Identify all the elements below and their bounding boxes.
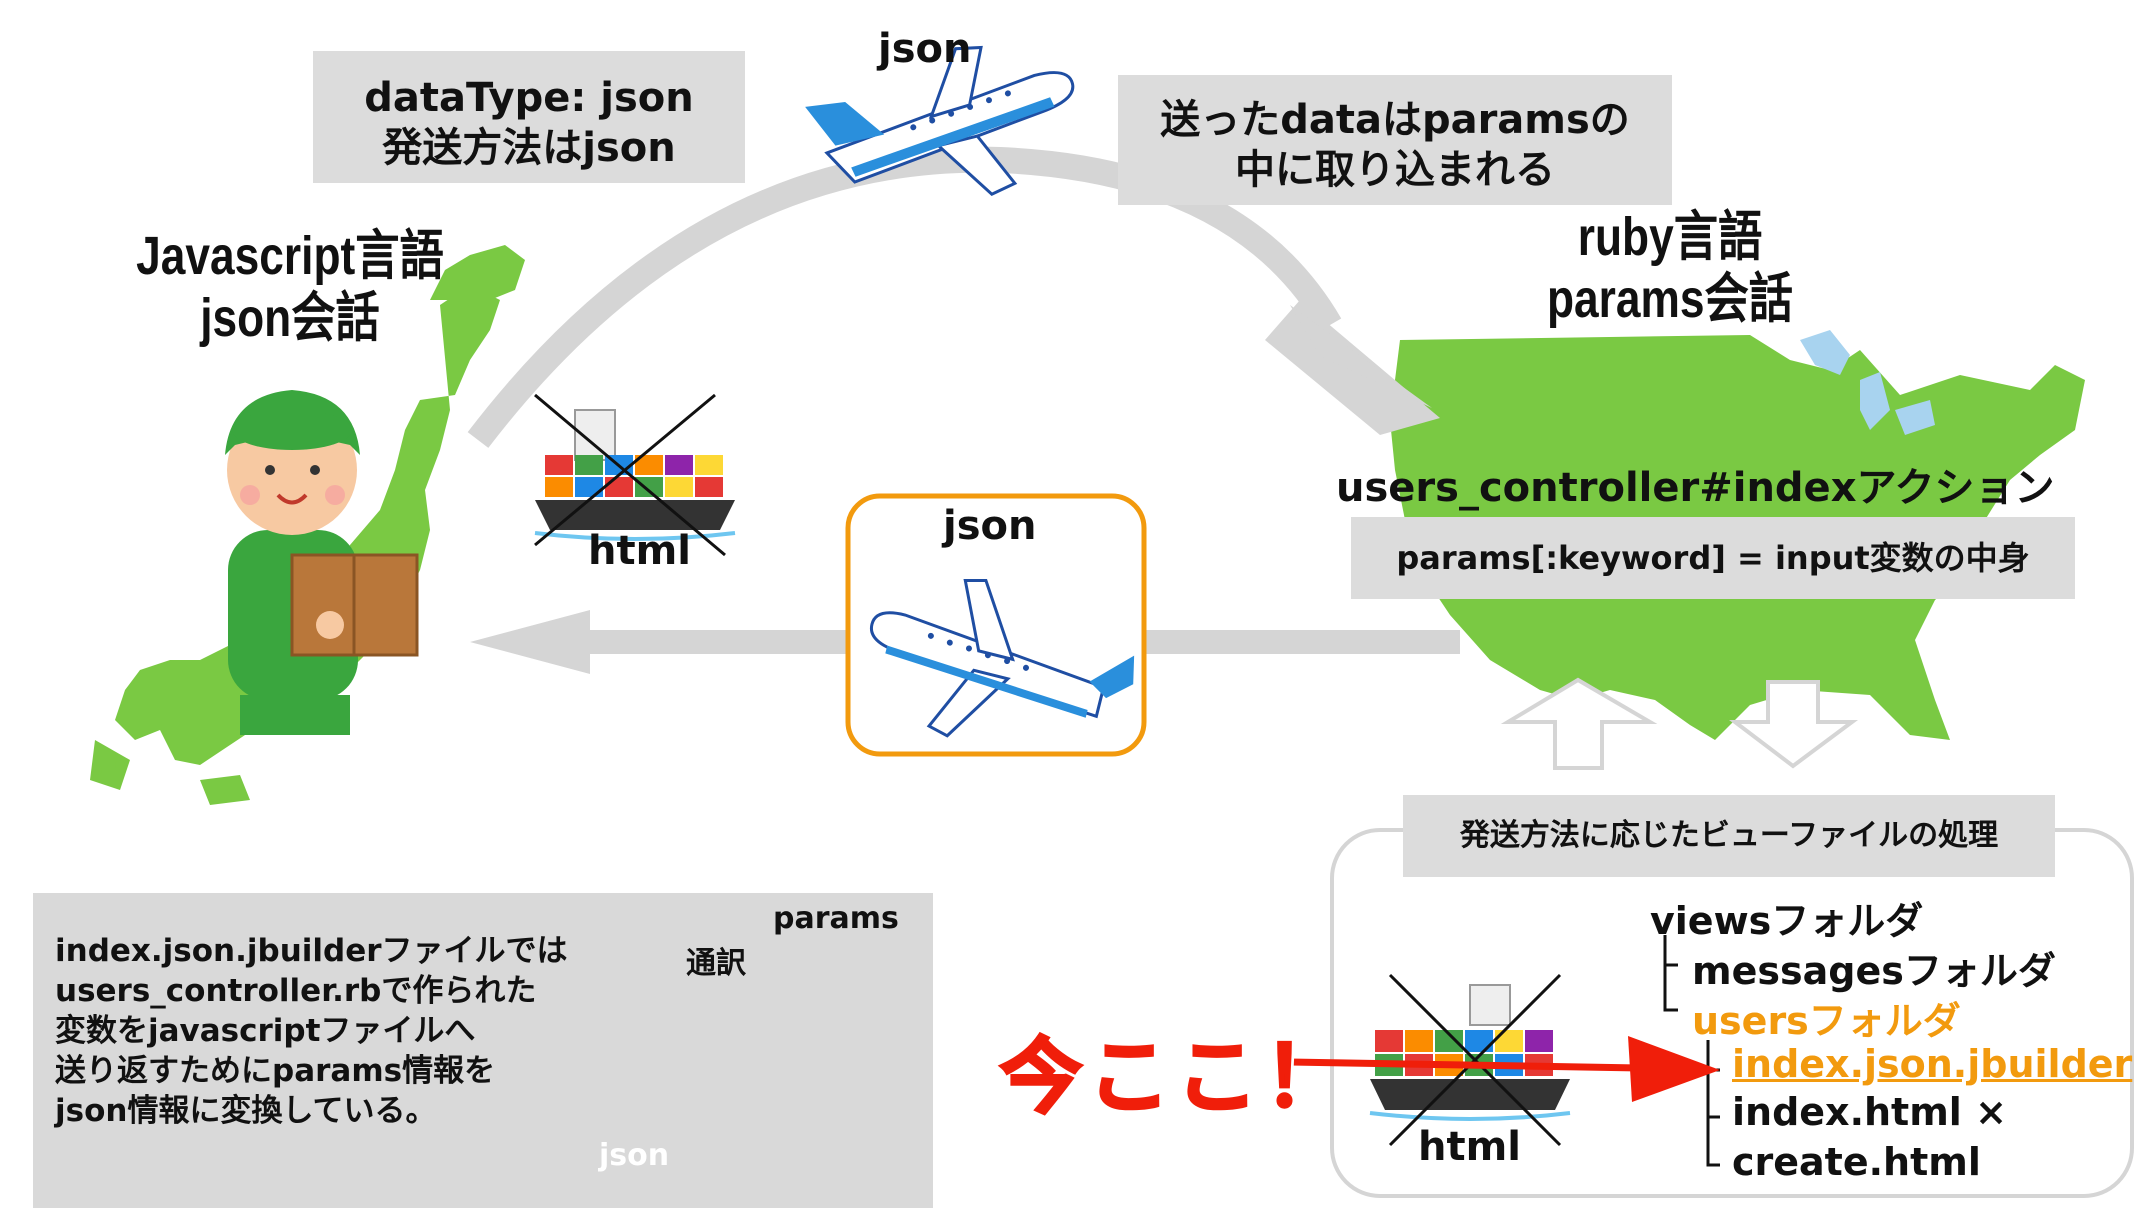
tree-index-json: index.json.jbuilder ○ bbox=[1732, 1042, 2150, 1086]
ship-html-label: html bbox=[588, 528, 691, 574]
tree-views: viewsフォルダ bbox=[1650, 899, 1924, 943]
return-arrow-head bbox=[470, 610, 590, 674]
ruby-title: ruby言語 params会話 bbox=[1531, 206, 1810, 330]
params-line1: 送ったdataはparamsの bbox=[1160, 97, 1630, 143]
top-json-label: json bbox=[878, 26, 972, 72]
note-line1: index.json.jbuilderファイルでは bbox=[55, 933, 568, 969]
params-box: 送ったdataはparamsの 中に取り込まれる bbox=[1118, 75, 1672, 205]
view-process-box: 発送方法に応じたビューファイルの処理 bbox=[1403, 795, 2055, 877]
datatype-line: dataType: json bbox=[364, 75, 694, 121]
controller-label: users_controller#indexアクション bbox=[1336, 465, 2055, 511]
view-process-text: 発送方法に応じたビューファイルの処理 bbox=[1459, 818, 1999, 853]
note-line4: 送り返すためにparams情報を bbox=[55, 1053, 496, 1089]
now-here-arrow-line bbox=[1289, 1058, 1641, 1072]
javascript-title-line1: Javascript言語 bbox=[136, 226, 444, 286]
ship2-html-label: html bbox=[1418, 1124, 1521, 1170]
index-json-name: index.json.jbuilder bbox=[1732, 1042, 2133, 1086]
ruby-title-line2: params会話 bbox=[1546, 269, 1794, 330]
tree-create-html: create.html bbox=[1732, 1140, 1981, 1184]
airplane-return-icon bbox=[869, 579, 1135, 738]
up-arrow bbox=[1500, 677, 1658, 770]
tree-index-html: index.html × bbox=[1732, 1090, 2007, 1134]
params-person-label: params bbox=[773, 901, 899, 936]
ruby-title-line1: ruby言語 bbox=[1577, 207, 1763, 267]
keyword-text: params[:keyword] = input変数の中身 bbox=[1396, 539, 2030, 577]
cargo-ship-icon bbox=[534, 393, 736, 557]
note-text: index.json.jbuilderファイルでは users_controll… bbox=[55, 931, 568, 1131]
note-line5: json情報に変換している。 bbox=[55, 1093, 437, 1129]
params-line2: 中に取り込まれる bbox=[1235, 147, 1555, 193]
javascript-title: Javascript言語 json会話 bbox=[134, 225, 446, 349]
cross-mark bbox=[534, 393, 726, 557]
note-line2: users_controller.rbで作られた bbox=[55, 973, 537, 1009]
send-method-line: 発送方法はjson bbox=[382, 125, 676, 171]
middle-json-label: json bbox=[943, 503, 1037, 549]
tree-users: usersフォルダ bbox=[1692, 999, 1961, 1043]
delivery-person-illustration bbox=[225, 390, 419, 735]
json-person-label: json bbox=[599, 1138, 670, 1173]
airplane-top-icon bbox=[805, 45, 1075, 197]
javascript-title-line2: json会話 bbox=[200, 288, 380, 349]
note-line3: 変数をjavascriptファイルへ bbox=[55, 1013, 476, 1049]
jbuilder-note-panel: index.json.jbuilderファイルでは users_controll… bbox=[33, 893, 933, 1208]
datatype-box: dataType: json 発送方法はjson bbox=[313, 51, 745, 183]
interpreter-label: 通訳 bbox=[686, 946, 746, 981]
tree-messages: messagesフォルダ bbox=[1692, 949, 2056, 993]
now-here-arrow-head bbox=[1628, 1036, 1720, 1102]
down-arrow bbox=[1729, 680, 1859, 769]
now-here-label: 今ここ！ bbox=[998, 1029, 1353, 1127]
keyword-box: params[:keyword] = input変数の中身 bbox=[1351, 517, 2075, 599]
